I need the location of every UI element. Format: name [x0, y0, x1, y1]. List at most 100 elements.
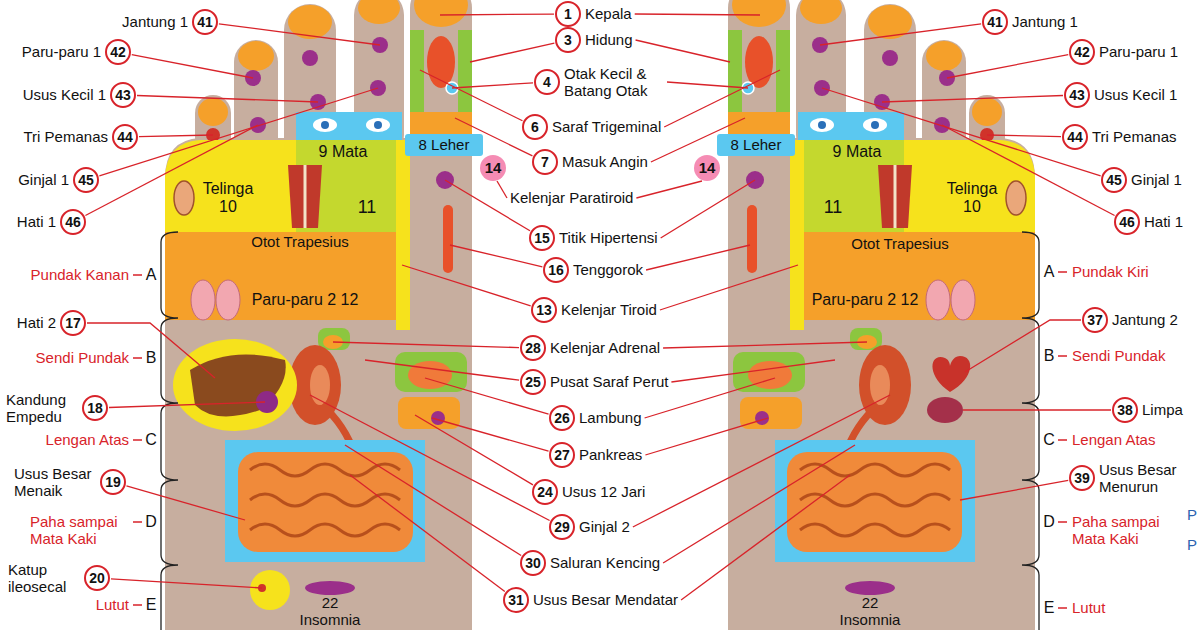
leader-line — [345, 445, 521, 556]
organ-name: Hati 1 — [17, 213, 56, 230]
callout-circle: 45Ginjal 1 — [1101, 167, 1127, 193]
callout-circle: 37Jantung 2 — [1082, 307, 1108, 333]
leader-line — [987, 135, 1061, 137]
organ-name: Kepala — [585, 5, 632, 22]
section-letter: A — [1044, 263, 1055, 281]
leader-line — [126, 486, 245, 520]
reflex-zone: Paru-paru 2 12 — [250, 291, 360, 309]
reflex-zone: 22 Insomnia — [295, 595, 365, 628]
organ-name: Limpa — [1142, 401, 1183, 418]
callout-number: 26 — [554, 411, 570, 425]
right-foot-organs — [191, 280, 215, 320]
callout-number: 39 — [1074, 471, 1090, 485]
organ-name: Paru-paru 1 — [1099, 43, 1178, 60]
left-foot-organs — [927, 397, 963, 423]
region-label: P — [1187, 536, 1197, 553]
zone-name: Paru-paru 2 12 — [810, 291, 920, 309]
leader-line — [132, 55, 253, 78]
callout-circle: 17Hati 2 — [60, 310, 86, 336]
callout-circle: 27Pankreas — [549, 442, 575, 468]
leader-line — [365, 360, 519, 380]
region-label: Lengan Atas — [46, 431, 129, 448]
callout-number: 27 — [554, 448, 570, 462]
callout-number: 1 — [564, 7, 572, 21]
leader-line — [636, 181, 702, 198]
reflex-zone: 8 Leher — [419, 137, 470, 154]
region-label: Sendi Pundak — [36, 349, 129, 366]
region-label: Otot Trapesius — [851, 235, 949, 252]
zone-name: 8 Leher — [731, 137, 782, 154]
right-foot-organs — [190, 354, 286, 416]
zone-name: 22 Insomnia — [835, 595, 905, 628]
bracket-right — [1022, 232, 1039, 630]
reflex-zone: 11 — [358, 198, 377, 218]
callout-number: 19 — [105, 475, 121, 489]
callout-number: 17 — [65, 316, 81, 330]
callout-number: 25 — [525, 375, 541, 389]
callout-circle: 41Jantung 1 — [982, 9, 1008, 35]
organ-name: Usus Kecil 1 — [23, 86, 106, 103]
organ-name: Pusat Saraf Perut — [550, 373, 668, 390]
leader-line — [402, 265, 531, 306]
organ-name: Hidung — [585, 31, 633, 48]
callout-number: 16 — [548, 263, 564, 277]
region-label: Lutut — [96, 596, 129, 613]
leader-line — [137, 96, 318, 102]
callout-circle: 28Kelenjar Adrenal — [520, 335, 546, 361]
bracket-dash — [1058, 272, 1067, 608]
callout-number: 6 — [531, 120, 539, 134]
leader-line — [111, 579, 262, 588]
organ-name: Otak Kecil & Batang Otak — [564, 65, 664, 100]
bracket-dash — [133, 272, 1067, 608]
leader-line — [432, 418, 549, 451]
organ-name: Saluran Kencing — [550, 554, 660, 571]
leader-line — [681, 475, 850, 600]
leader-line — [947, 55, 1068, 78]
callout-circle: 4Otak Kecil & Batang Otak — [534, 69, 560, 95]
zone-name: 8 Leher — [419, 137, 470, 154]
callout-circle: 41Jantung 1 — [192, 9, 218, 35]
organ-name: Titik Hipertensi — [559, 229, 658, 246]
callout-circle: 30Saluran Kencing — [520, 550, 546, 576]
callout-number: 18 — [87, 401, 103, 415]
leader-line — [450, 245, 542, 267]
callout-number: 3 — [564, 33, 572, 47]
leader-line — [960, 480, 1068, 500]
leader-line — [219, 24, 380, 45]
leader-line — [633, 395, 890, 527]
callout-circle: 13Kelenjar Tiroid — [531, 297, 557, 323]
callout-number: 45 — [78, 173, 94, 187]
callout-circle: 7Masuk Angin — [532, 149, 558, 175]
leader-line — [310, 395, 550, 521]
organ-name: Hati 2 — [17, 314, 56, 331]
reflex-zone: 9 Mata — [319, 143, 368, 161]
region-label: Lutut — [1072, 599, 1105, 616]
right-foot-organs — [250, 570, 290, 610]
zone-name: 9 Mata — [319, 143, 368, 161]
callout-number: 43 — [1069, 88, 1085, 102]
leader-line — [671, 360, 835, 382]
leader-line — [822, 88, 1101, 176]
right-foot-organs — [216, 280, 240, 320]
reflex-zone: Telinga 10 — [937, 180, 1007, 215]
reflex-zone: 8 Leher — [731, 137, 782, 154]
callout-circle: 44Tri Pemanas — [1062, 124, 1088, 150]
organ-name: Masuk Angin — [562, 153, 648, 170]
zone-circle: 14 — [694, 155, 720, 181]
leader-line — [415, 415, 533, 485]
leader-line — [497, 181, 507, 198]
right-foot-organs — [173, 339, 297, 431]
leader-line — [965, 320, 1081, 372]
leader-line — [635, 14, 760, 15]
zone-number: 14 — [699, 160, 716, 177]
callout-number: 20 — [89, 571, 105, 585]
region-label: Pundak Kiri — [1072, 263, 1149, 280]
callout-circle: 42Paru-paru 1 — [1069, 39, 1095, 65]
callout-circle: 3Hidung — [555, 27, 581, 53]
callout-number: 44 — [117, 130, 133, 144]
callout-number: 42 — [1074, 45, 1090, 59]
left-foot — [717, 0, 1035, 630]
callout-number: 30 — [525, 556, 541, 570]
callout-circle: 26Lambung — [549, 405, 575, 431]
region-label: Paha sampai Mata Kaki — [30, 513, 130, 548]
